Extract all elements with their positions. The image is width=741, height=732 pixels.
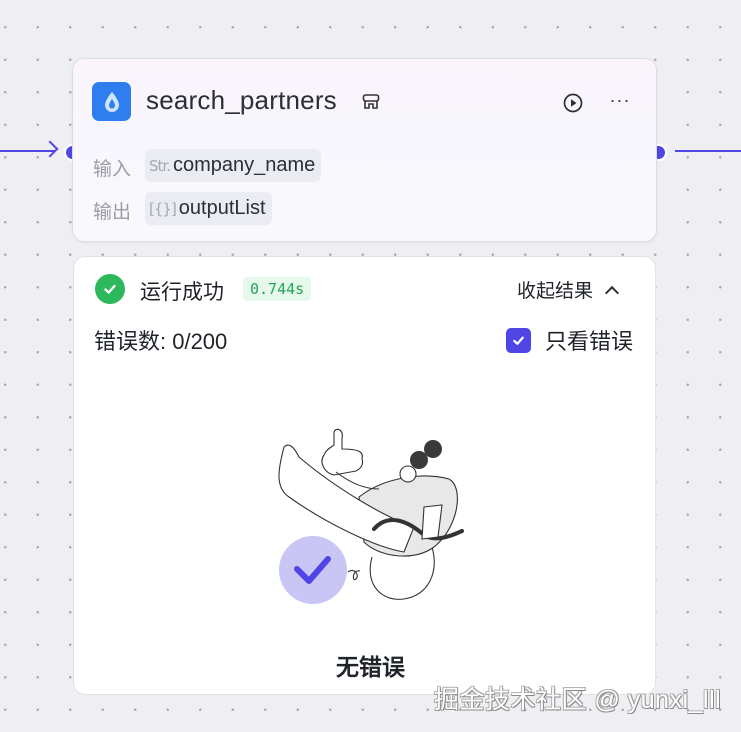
string-type-icon: Str. bbox=[149, 156, 171, 175]
no-error-illustration bbox=[264, 427, 474, 607]
api-plugin-icon bbox=[361, 92, 381, 112]
incoming-edge bbox=[0, 150, 55, 152]
collapse-results-button[interactable]: 收起结果 bbox=[517, 276, 620, 303]
only-errors-toggle[interactable]: 只看错误 bbox=[506, 324, 633, 356]
check-circle-icon bbox=[95, 274, 125, 304]
input-param-pill[interactable]: Str. company_name bbox=[145, 149, 322, 182]
duration-badge: 0.744s bbox=[243, 277, 312, 301]
run-status-text: 运行成功 bbox=[140, 281, 224, 304]
play-circle-icon[interactable] bbox=[562, 92, 584, 114]
run-result-panel: 运行成功 0.744s 收起结果 错误数: 0/200 只看错误 bbox=[73, 256, 656, 695]
watermark: 掘金技术社区 @ yunxi_lll bbox=[434, 686, 722, 714]
more-options-button[interactable]: ··· bbox=[609, 90, 631, 110]
workflow-node-card[interactable]: search_partners ··· 输入 Str. company_name… bbox=[72, 58, 657, 242]
object-array-type-icon: [{}] bbox=[149, 199, 177, 218]
output-label: 输出 bbox=[93, 202, 132, 223]
no-error-label: 无错误 bbox=[336, 654, 405, 680]
edge-arrow-icon bbox=[41, 140, 59, 158]
collapse-results-label: 收起结果 bbox=[517, 281, 594, 302]
node-title: search_partners bbox=[146, 85, 337, 115]
error-count: 错误数: 0/200 bbox=[94, 329, 228, 354]
output-param-name: outputList bbox=[178, 197, 266, 219]
input-label: 输入 bbox=[93, 159, 132, 180]
input-param-name: company_name bbox=[172, 154, 316, 176]
output-param-pill[interactable]: [{}] outputList bbox=[145, 192, 272, 225]
chevron-up-icon bbox=[604, 285, 620, 300]
no-error-text: 无错误 bbox=[74, 648, 655, 682]
outgoing-edge bbox=[675, 150, 741, 152]
water-drop-icon bbox=[92, 82, 131, 121]
only-errors-label: 只看错误 bbox=[545, 329, 634, 354]
only-errors-checkbox[interactable] bbox=[506, 327, 531, 353]
